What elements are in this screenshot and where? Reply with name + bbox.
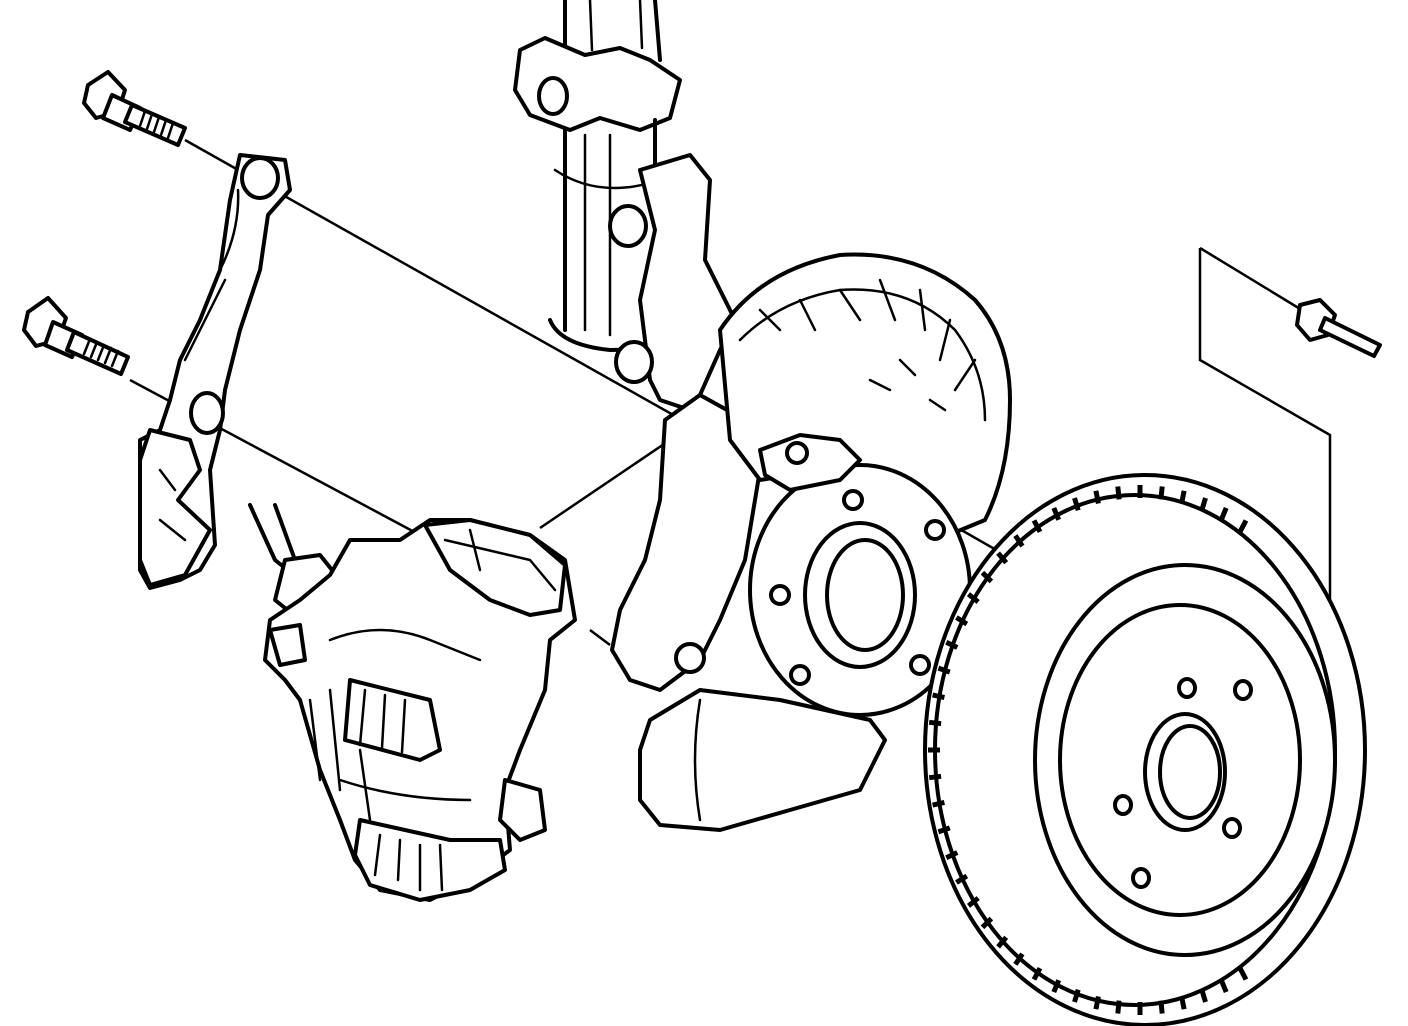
brake-disc (923, 473, 1367, 1026)
knuckle-lower-arm (638, 688, 887, 832)
strut-mounting-bracket (513, 36, 682, 132)
splash-shield (718, 252, 1012, 557)
caliper-lower-lug (498, 778, 547, 842)
lower-bolt-shank (65, 330, 130, 376)
guide-line-caliper-lower (589, 629, 611, 646)
disc-stud-hole (1113, 794, 1133, 816)
splash-shield-plate (718, 252, 1012, 557)
disc-vent-slot (937, 665, 951, 675)
disc-vent-slot (1013, 534, 1025, 548)
disc-stud-hole (1177, 677, 1197, 699)
disc-vent-slot (1218, 979, 1229, 994)
disc-vent-slot (937, 825, 951, 835)
lower-bolt (22, 296, 130, 376)
disc-vent-slot (928, 719, 942, 727)
disc-vent-slot (1115, 1000, 1122, 1014)
disc-retaining-screw (1295, 298, 1382, 358)
disc-vent-slot (945, 850, 959, 861)
disc-vent-slot (1237, 519, 1249, 533)
hub-stud-hole (909, 654, 931, 676)
disc-vent-slot (945, 639, 959, 650)
disc-vent-slot (1072, 497, 1081, 512)
disc-vent-slot (1013, 952, 1025, 966)
disc-vent-slot (1237, 967, 1249, 981)
disc-cooling-vents (928, 485, 1249, 1015)
disc-stud-hole (1222, 817, 1242, 839)
guide-line-caliper (539, 438, 671, 530)
disc-vent-slot (1072, 988, 1081, 1003)
disc-vent-slot (928, 773, 942, 781)
disc-vent-slot (1179, 490, 1187, 504)
disc-vent-slot (932, 799, 945, 808)
disc-vent-slot (1051, 979, 1062, 994)
disc-vent-slot (1031, 967, 1043, 981)
upper-bolt (82, 70, 187, 147)
disc-vent-slot (1093, 996, 1101, 1010)
disc-vent-slot (996, 935, 1009, 949)
disc-vent-slot (955, 873, 969, 885)
disc-vent-slot (966, 592, 980, 604)
hub-stud-hole (924, 519, 946, 541)
hub-sensor-hole (785, 441, 809, 465)
disc-vent-slot (1031, 519, 1043, 533)
disc-vent-slot (996, 551, 1009, 565)
disc-vent-slot (1158, 1000, 1165, 1014)
suspension-strut (513, 0, 682, 352)
caliper-pad-lower (353, 818, 507, 902)
bracket-pad-abutment (138, 428, 212, 587)
wheel-hub (748, 433, 972, 717)
bracket-lower-bolt-hole (189, 391, 225, 435)
knuckle-lower-bolt-head (614, 340, 654, 384)
disc-vent-slot (1199, 988, 1208, 1003)
disc-vent-slot (980, 570, 994, 584)
disc-vent-slot (1179, 996, 1187, 1010)
disc-vent-slot (1218, 506, 1229, 521)
disc-retaining-screw-hole (1233, 679, 1253, 701)
hub-bore (825, 538, 905, 652)
disc-vent-slot (1115, 486, 1122, 500)
bracket-upper-bolt-hole (240, 156, 280, 200)
hub-stud-hole (842, 489, 864, 511)
hub-stud-hole (789, 664, 811, 686)
steering-knuckle (608, 153, 887, 832)
strut-bracket-hole (537, 76, 569, 116)
upper-bolt-shank (123, 103, 187, 147)
knuckle-upper-bolt-head (608, 204, 648, 248)
disc-vent-slot (932, 692, 945, 701)
screw-shank (1318, 316, 1382, 358)
caliper-bracket (138, 153, 292, 590)
disc-vent-slot (980, 916, 994, 930)
knuckle-upper-arm (638, 153, 737, 412)
guide-line-screw (1199, 246, 1316, 320)
brake-caliper (248, 503, 577, 902)
disc-center-bore (1143, 712, 1227, 832)
caliper-rear-lug (268, 623, 307, 667)
caliper-piston-window (343, 678, 442, 762)
knuckle-lower-bolt (674, 642, 706, 674)
disc-vent-slot (966, 896, 980, 908)
disc-stud-hole (1131, 867, 1151, 889)
hub-sensor-bracket (758, 433, 862, 492)
disc-vent-slot (1093, 490, 1101, 504)
disc-vent-slot (1199, 497, 1208, 512)
disc-vent-slot (1158, 486, 1165, 500)
hub-center-ring (803, 521, 917, 669)
hub-stud-hole (769, 584, 791, 606)
disc-vent-slot (1051, 506, 1062, 521)
disc-vent-slot (955, 615, 969, 627)
